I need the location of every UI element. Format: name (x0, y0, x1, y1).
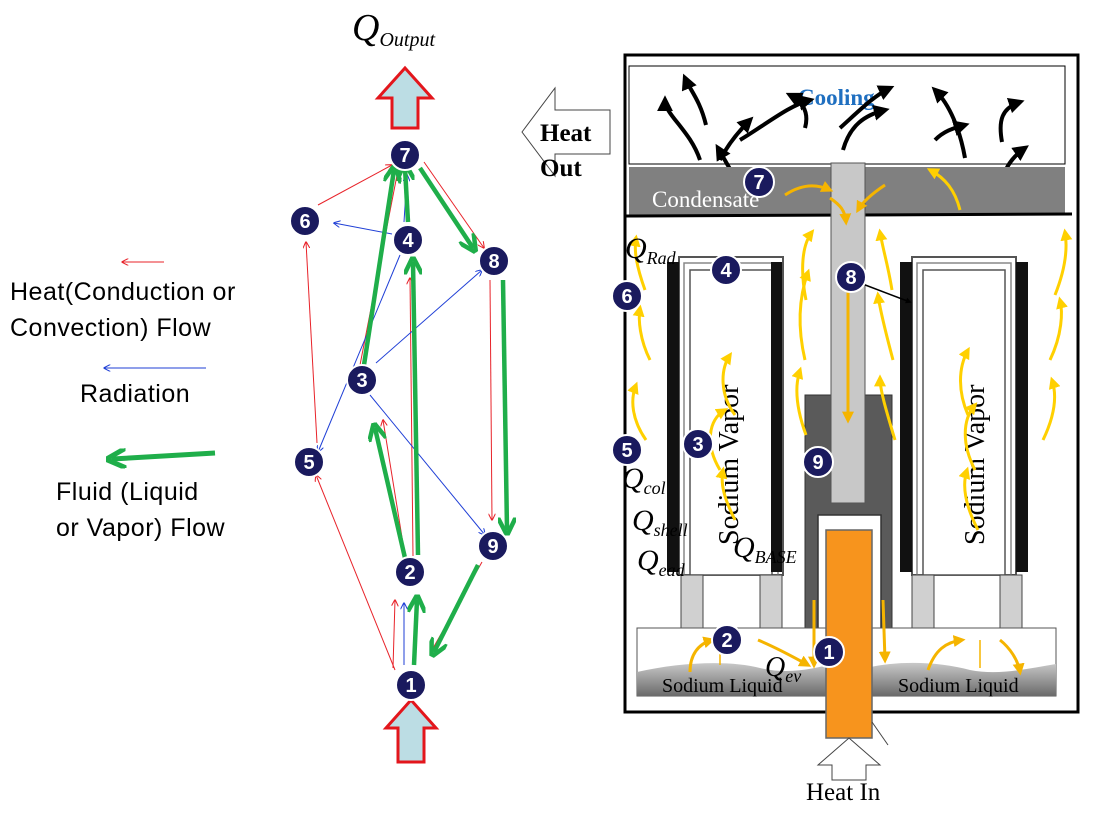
network-node-6: 6 (289, 205, 321, 237)
device-node-6: 6 (611, 280, 643, 312)
device-node-9: 9 (802, 446, 834, 478)
svg-text:9: 9 (812, 452, 823, 474)
svg-text:3: 3 (692, 434, 703, 456)
heat-in-arrow (816, 737, 882, 781)
left-cell (667, 256, 784, 631)
device-node-4: 4 (710, 254, 742, 286)
heat-out-indicator: Heat Out (521, 86, 611, 182)
svg-text:6: 6 (621, 286, 632, 308)
svg-text:3: 3 (356, 370, 367, 392)
legend-fluid-line (112, 453, 216, 459)
legend-heat-label-2: Convection) Flow (10, 314, 212, 342)
svg-text:8: 8 (845, 267, 856, 289)
heater-element (825, 529, 873, 739)
svg-text:1: 1 (405, 675, 416, 697)
network-node-1: 1 (395, 669, 427, 701)
network-node-9: 9 (477, 530, 509, 562)
heat-in-label: Heat In (806, 779, 881, 806)
device-node-2: 2 (711, 624, 743, 656)
device-schematic: Cooling Condensate (611, 53, 1080, 806)
svg-text:6: 6 (299, 211, 310, 233)
svg-text:4: 4 (402, 230, 414, 252)
device-node-5: 5 (611, 434, 643, 466)
svg-text:2: 2 (721, 630, 732, 652)
legend-heat-label-1: Heat(Conduction or (10, 278, 236, 306)
svg-text:Heat: Heat (540, 120, 592, 147)
input-arrow (382, 697, 440, 764)
svg-text:5: 5 (303, 452, 314, 474)
svg-text:1: 1 (823, 642, 834, 664)
q-col-label: Qcol (622, 462, 666, 498)
liquid-arrows (688, 181, 1025, 676)
q-rad-label: QRad (625, 232, 677, 268)
sodium-liquid-label-left: Sodium Liquid (662, 675, 783, 697)
svg-text:9: 9 (487, 536, 498, 558)
output-arrow (374, 65, 436, 130)
q-lead-label: Qead (637, 544, 686, 580)
fluid-flow-lines (361, 168, 507, 666)
legend-fluid-label-1: Fluid (Liquid (56, 478, 199, 506)
svg-text:7: 7 (399, 145, 410, 167)
cooling-arrows (657, 73, 1029, 187)
device-node-7: 7 (743, 166, 775, 198)
svg-text:4: 4 (720, 260, 732, 282)
network-node-2: 2 (394, 556, 426, 588)
network-node-4: 4 (392, 224, 424, 256)
legend-radiation-label: Radiation (80, 380, 190, 408)
network-node-8: 8 (478, 245, 510, 277)
output-label: QOutput (352, 7, 435, 51)
condensate-label: Condensate (652, 187, 759, 212)
legend-fluid-label-2: or Vapor) Flow (56, 514, 226, 542)
svg-text:8: 8 (488, 251, 499, 273)
q-base-label: QBASE (733, 531, 797, 567)
svg-text:5: 5 (621, 440, 632, 462)
q-ev-label: Qev (765, 652, 801, 686)
q-shell-label: Qshell (632, 504, 688, 540)
thermal-network: QOutput (289, 7, 510, 764)
vapor-arrows (627, 168, 1073, 531)
network-node-5: 5 (293, 446, 325, 478)
device-node-1: 1 (813, 636, 845, 668)
svg-text:7: 7 (753, 172, 764, 194)
network-node-7: 7 (389, 139, 421, 171)
right-cell (900, 256, 1028, 631)
device-node-8: 8 (835, 261, 867, 293)
sodium-liquid-label-right: Sodium Liquid (898, 675, 1019, 697)
legend: Heat(Conduction or Convection) Flow Radi… (10, 262, 236, 542)
svg-text:Out: Out (540, 155, 582, 182)
svg-text:2: 2 (404, 562, 415, 584)
device-node-3: 3 (682, 428, 714, 460)
network-node-3: 3 (346, 364, 378, 396)
